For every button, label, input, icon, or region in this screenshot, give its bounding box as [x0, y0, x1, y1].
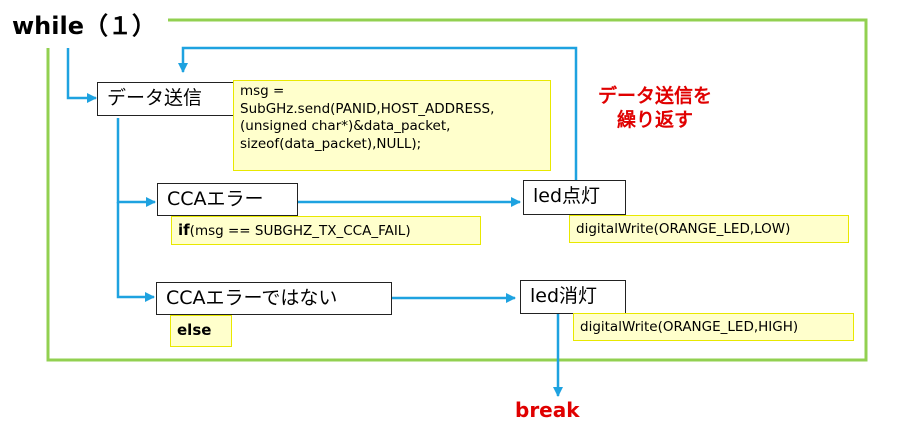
send-to-no-cca-arrow [116, 202, 155, 302]
break-label: break [515, 398, 580, 422]
repeat-note-line1: データ送信を [597, 85, 712, 107]
retry-loop-arrow [178, 46, 578, 180]
led-off-box: led消灯 [520, 280, 626, 314]
led-on-box: led点灯 [523, 180, 626, 215]
loop-frame [46, 18, 868, 362]
send-to-cca-arrow [116, 118, 156, 207]
led-low-code: digitalWrite(ORANGE_LED,LOW) [569, 215, 849, 243]
loop-title: while（１） [12, 12, 156, 40]
if-condition: (msg == SUBGHZ_TX_CCA_FAIL) [189, 223, 411, 239]
repeat-note-line2: 繰り返す [616, 109, 693, 131]
led-high-code: digitalWrite(ORANGE_LED,HIGH) [573, 313, 854, 341]
entry-arrow [66, 48, 97, 103]
no-cca-error-box: CCAエラーではない [156, 282, 392, 315]
send-code: msg = SubGHz.send(PANID,HOST_ADDRESS, (u… [233, 80, 551, 171]
repeat-note: データ送信を 繰り返す [584, 84, 726, 132]
else-code: else [170, 315, 232, 347]
if-keyword: if [178, 221, 190, 239]
cca-error-box: CCAエラー [157, 183, 298, 216]
send-data-box: データ送信 [97, 82, 239, 116]
if-condition-code: if(msg == SUBGHZ_TX_CCA_FAIL) [171, 216, 481, 245]
